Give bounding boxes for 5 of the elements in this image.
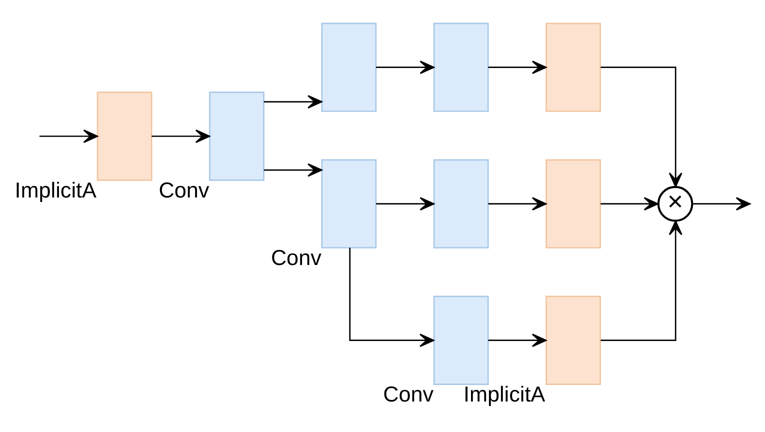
node-label: Conv: [158, 177, 210, 202]
node-label: ImplicitA: [14, 177, 96, 202]
node-label: Conv: [270, 245, 322, 270]
node-label: Conv: [383, 382, 434, 407]
node-label: ImplicitA: [464, 382, 546, 407]
